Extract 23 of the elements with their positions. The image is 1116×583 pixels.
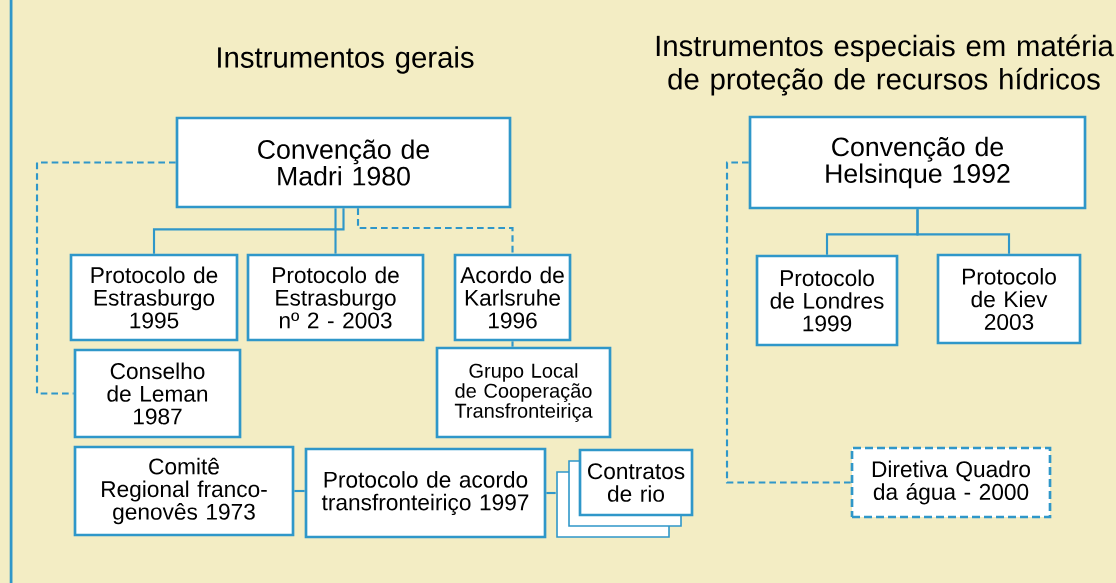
heading: Instrumentos gerais [218, 46, 474, 74]
text-box: Acordo de Karlsruhe 1996 [453, 253, 572, 342]
connector-line [725, 161, 851, 484]
text-box: Grupo Local de Cooperação Transfronteiriça [435, 346, 612, 439]
text-box: Protocolo de Estrasburgo nº 2 - 2003 [246, 253, 425, 342]
text-box: Protocolo de Kiev 2003 [936, 253, 1082, 345]
text-box: Protocolo de Estrasburgo 1995 [69, 253, 239, 342]
connector-line [916, 209, 1011, 254]
connector-line [152, 208, 345, 254]
connector-line [511, 341, 514, 347]
connector-line [334, 208, 337, 254]
connector-line [356, 208, 514, 254]
text-box: Protocolo de acordo transfronteiriço 1997 [304, 447, 547, 539]
connector-line [546, 491, 556, 495]
connector-line [294, 489, 305, 493]
text-box: Comitê Regional franco-genovês 1973 [73, 445, 295, 537]
text-box: Protocolo de Londres 1999 [755, 254, 899, 347]
text-box: Convenção de Helsinque 1992 [748, 115, 1087, 210]
connector-line [35, 161, 176, 395]
dashed-box: Diretiva Quadro da água - 2000 [850, 446, 1052, 519]
document-stack: Contratos de rio [556, 448, 694, 538]
text-box: Convenção de Madri 1980 [175, 116, 512, 209]
text-box: Conselho de Leman 1987 [73, 348, 242, 439]
